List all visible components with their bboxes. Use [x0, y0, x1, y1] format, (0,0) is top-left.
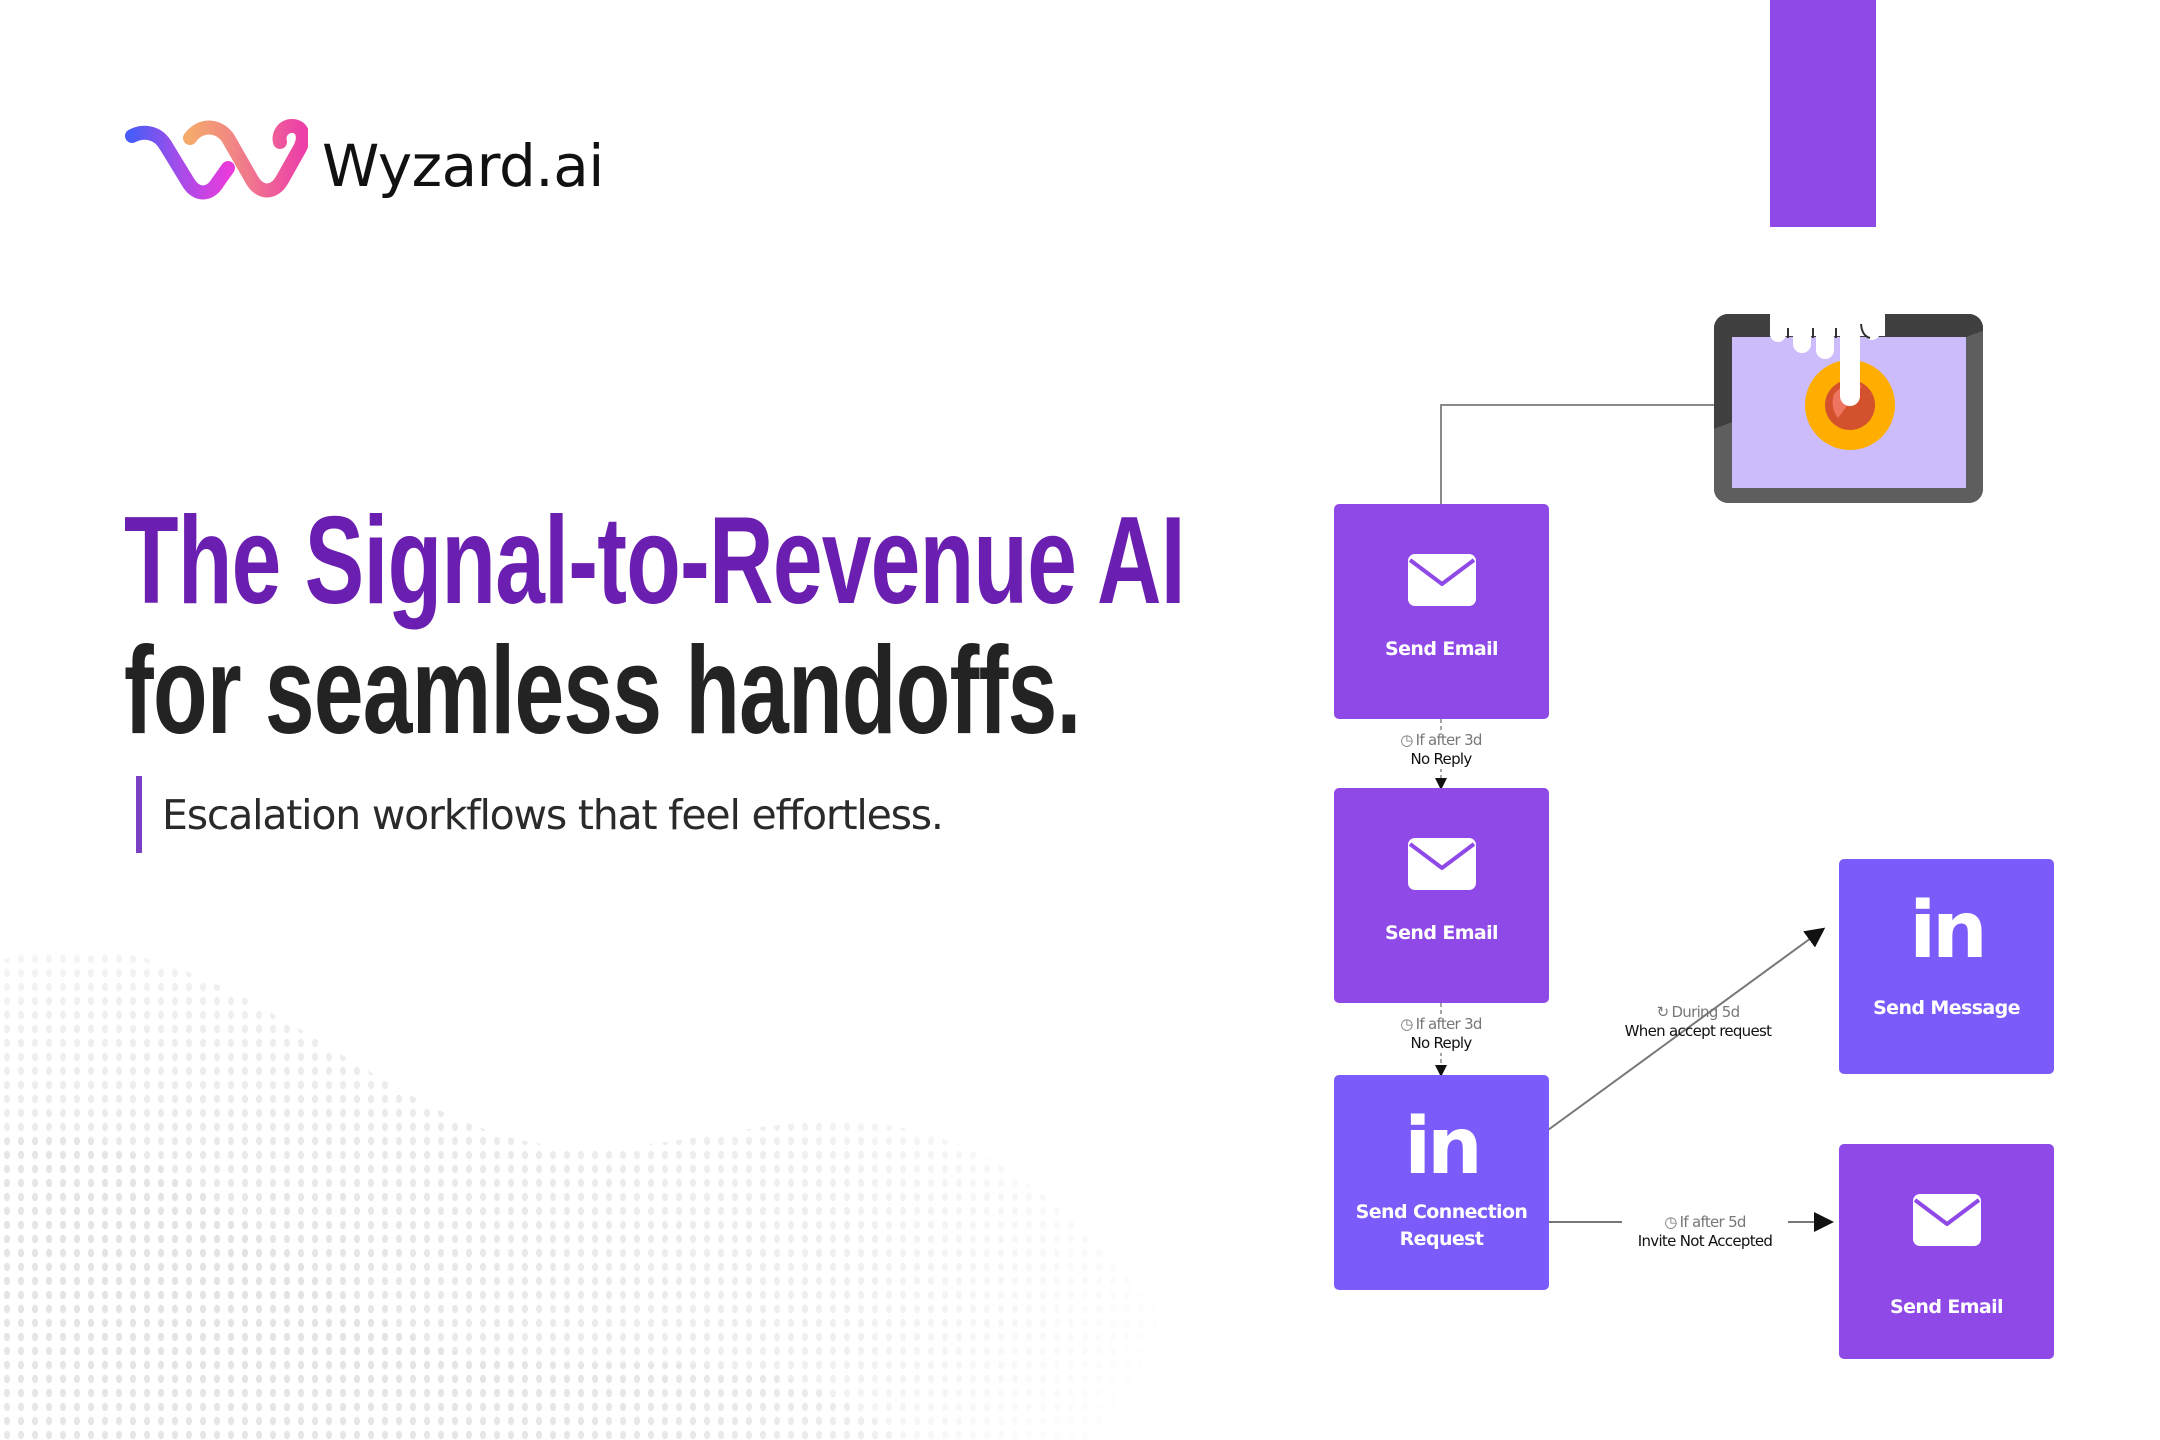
edge-result: When accept request [1624, 1022, 1772, 1040]
workflow-node-send-email-1[interactable]: Send Email [1334, 504, 1549, 719]
node-label: Send Message [1873, 997, 2020, 1019]
clock-icon: ◷ [1400, 731, 1413, 749]
hero-subheadline: Escalation workflows that feel effortles… [136, 776, 944, 853]
envelope-icon [1406, 546, 1478, 614]
clock-icon: ◷ [1664, 1213, 1677, 1231]
workflow-node-send-connection-request[interactable]: in Send Connection Request [1334, 1075, 1549, 1290]
loading-icon: ↻ [1656, 1003, 1670, 1021]
envelope-icon [1406, 830, 1478, 898]
edge-condition: If after 3d [1415, 1015, 1483, 1033]
workflow-node-send-email-2[interactable]: Send Email [1334, 788, 1549, 1003]
trigger-tablet[interactable] [1714, 314, 1983, 503]
edge-condition: During 5d [1671, 1003, 1740, 1021]
brand-logo[interactable]: Wyzard.ai [124, 118, 604, 200]
node-label: Send Email [1385, 922, 1499, 944]
workflow-node-send-message[interactable]: in Send Message [1839, 859, 2054, 1074]
edge-condition: If after 3d [1415, 731, 1483, 749]
headline-line-1: The Signal-to-Revenue AI [124, 492, 1186, 630]
workflow-node-send-email-3[interactable]: Send Email [1839, 1144, 2054, 1359]
linkedin-icon: in [1909, 886, 1987, 976]
halftone-wave-background [0, 948, 1200, 1440]
node-label: Send Email [1385, 638, 1499, 660]
edge-result: Invite Not Accepted [1637, 1232, 1773, 1250]
decorative-purple-bar [1770, 0, 1876, 227]
node-label: Send Connection Request [1355, 1201, 1528, 1250]
edge-condition: If after 5d [1679, 1213, 1747, 1231]
brand-name: Wyzard.ai [322, 132, 604, 200]
wyzard-wave-logo-icon [125, 118, 308, 200]
edge-label-n3-n5: ◷If after 5d Invite Not Accepted [1622, 1213, 1788, 1251]
tap-button-icon [1770, 314, 1895, 450]
hero-headline: The Signal-to-Revenue AI for seamless ha… [124, 496, 1424, 756]
envelope-icon [1911, 1186, 1983, 1254]
edge-label-n3-n4: ↻During 5d When accept request [1608, 1003, 1788, 1041]
edge-label-n1-n2: ◷If after 3d No Reply [1386, 731, 1496, 769]
node-label: Send Email [1890, 1296, 2004, 1318]
linkedin-icon: in [1404, 1102, 1482, 1192]
edge-result: No Reply [1410, 750, 1472, 768]
edge-result: No Reply [1410, 1034, 1472, 1052]
accent-bar [136, 776, 142, 853]
subheadline-text: Escalation workflows that feel effortles… [162, 790, 944, 839]
headline-line-2: for seamless handoffs. [124, 622, 1081, 760]
edge-label-n2-n3: ◷If after 3d No Reply [1386, 1015, 1496, 1053]
clock-icon: ◷ [1400, 1015, 1413, 1033]
